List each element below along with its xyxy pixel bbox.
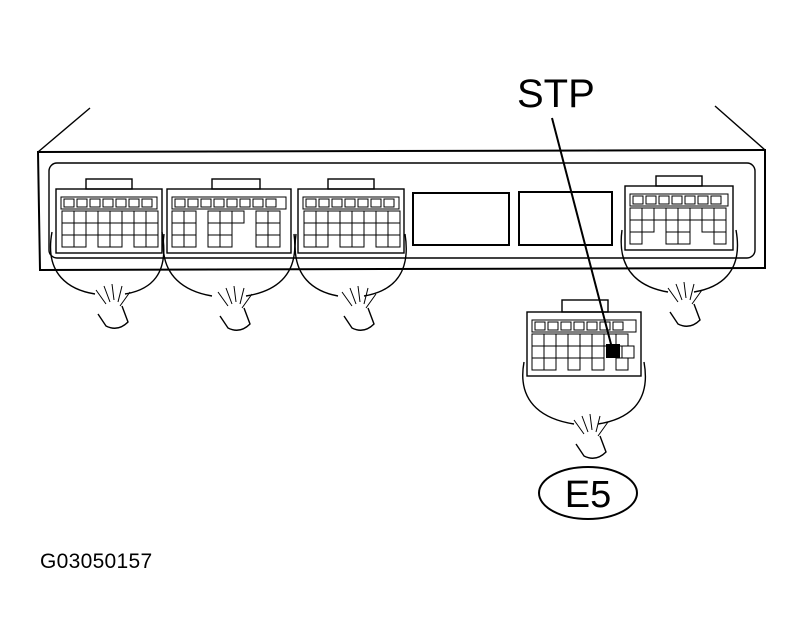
connector-4 xyxy=(620,175,739,327)
stp-terminal xyxy=(606,344,620,358)
connector-2 xyxy=(162,178,296,331)
wire-harness-2 xyxy=(217,285,253,331)
blank-window-left xyxy=(412,192,510,246)
stp-leader-line xyxy=(551,117,613,349)
wire-harness-1 xyxy=(95,283,131,329)
connector-1 xyxy=(49,178,165,329)
ecu-housing xyxy=(36,105,766,272)
stp-label: STP xyxy=(517,72,595,116)
connector-3 xyxy=(294,178,407,331)
wire-harness-4 xyxy=(667,281,703,327)
wire-harness-3 xyxy=(341,285,377,331)
blank-window-right xyxy=(518,191,613,246)
connector-e5 xyxy=(522,299,647,459)
figure-code: G03050157 xyxy=(40,550,152,573)
e5-label: E5 xyxy=(565,474,611,516)
wire-harness-e5 xyxy=(573,413,609,459)
e5-callout: E5 xyxy=(538,466,638,520)
